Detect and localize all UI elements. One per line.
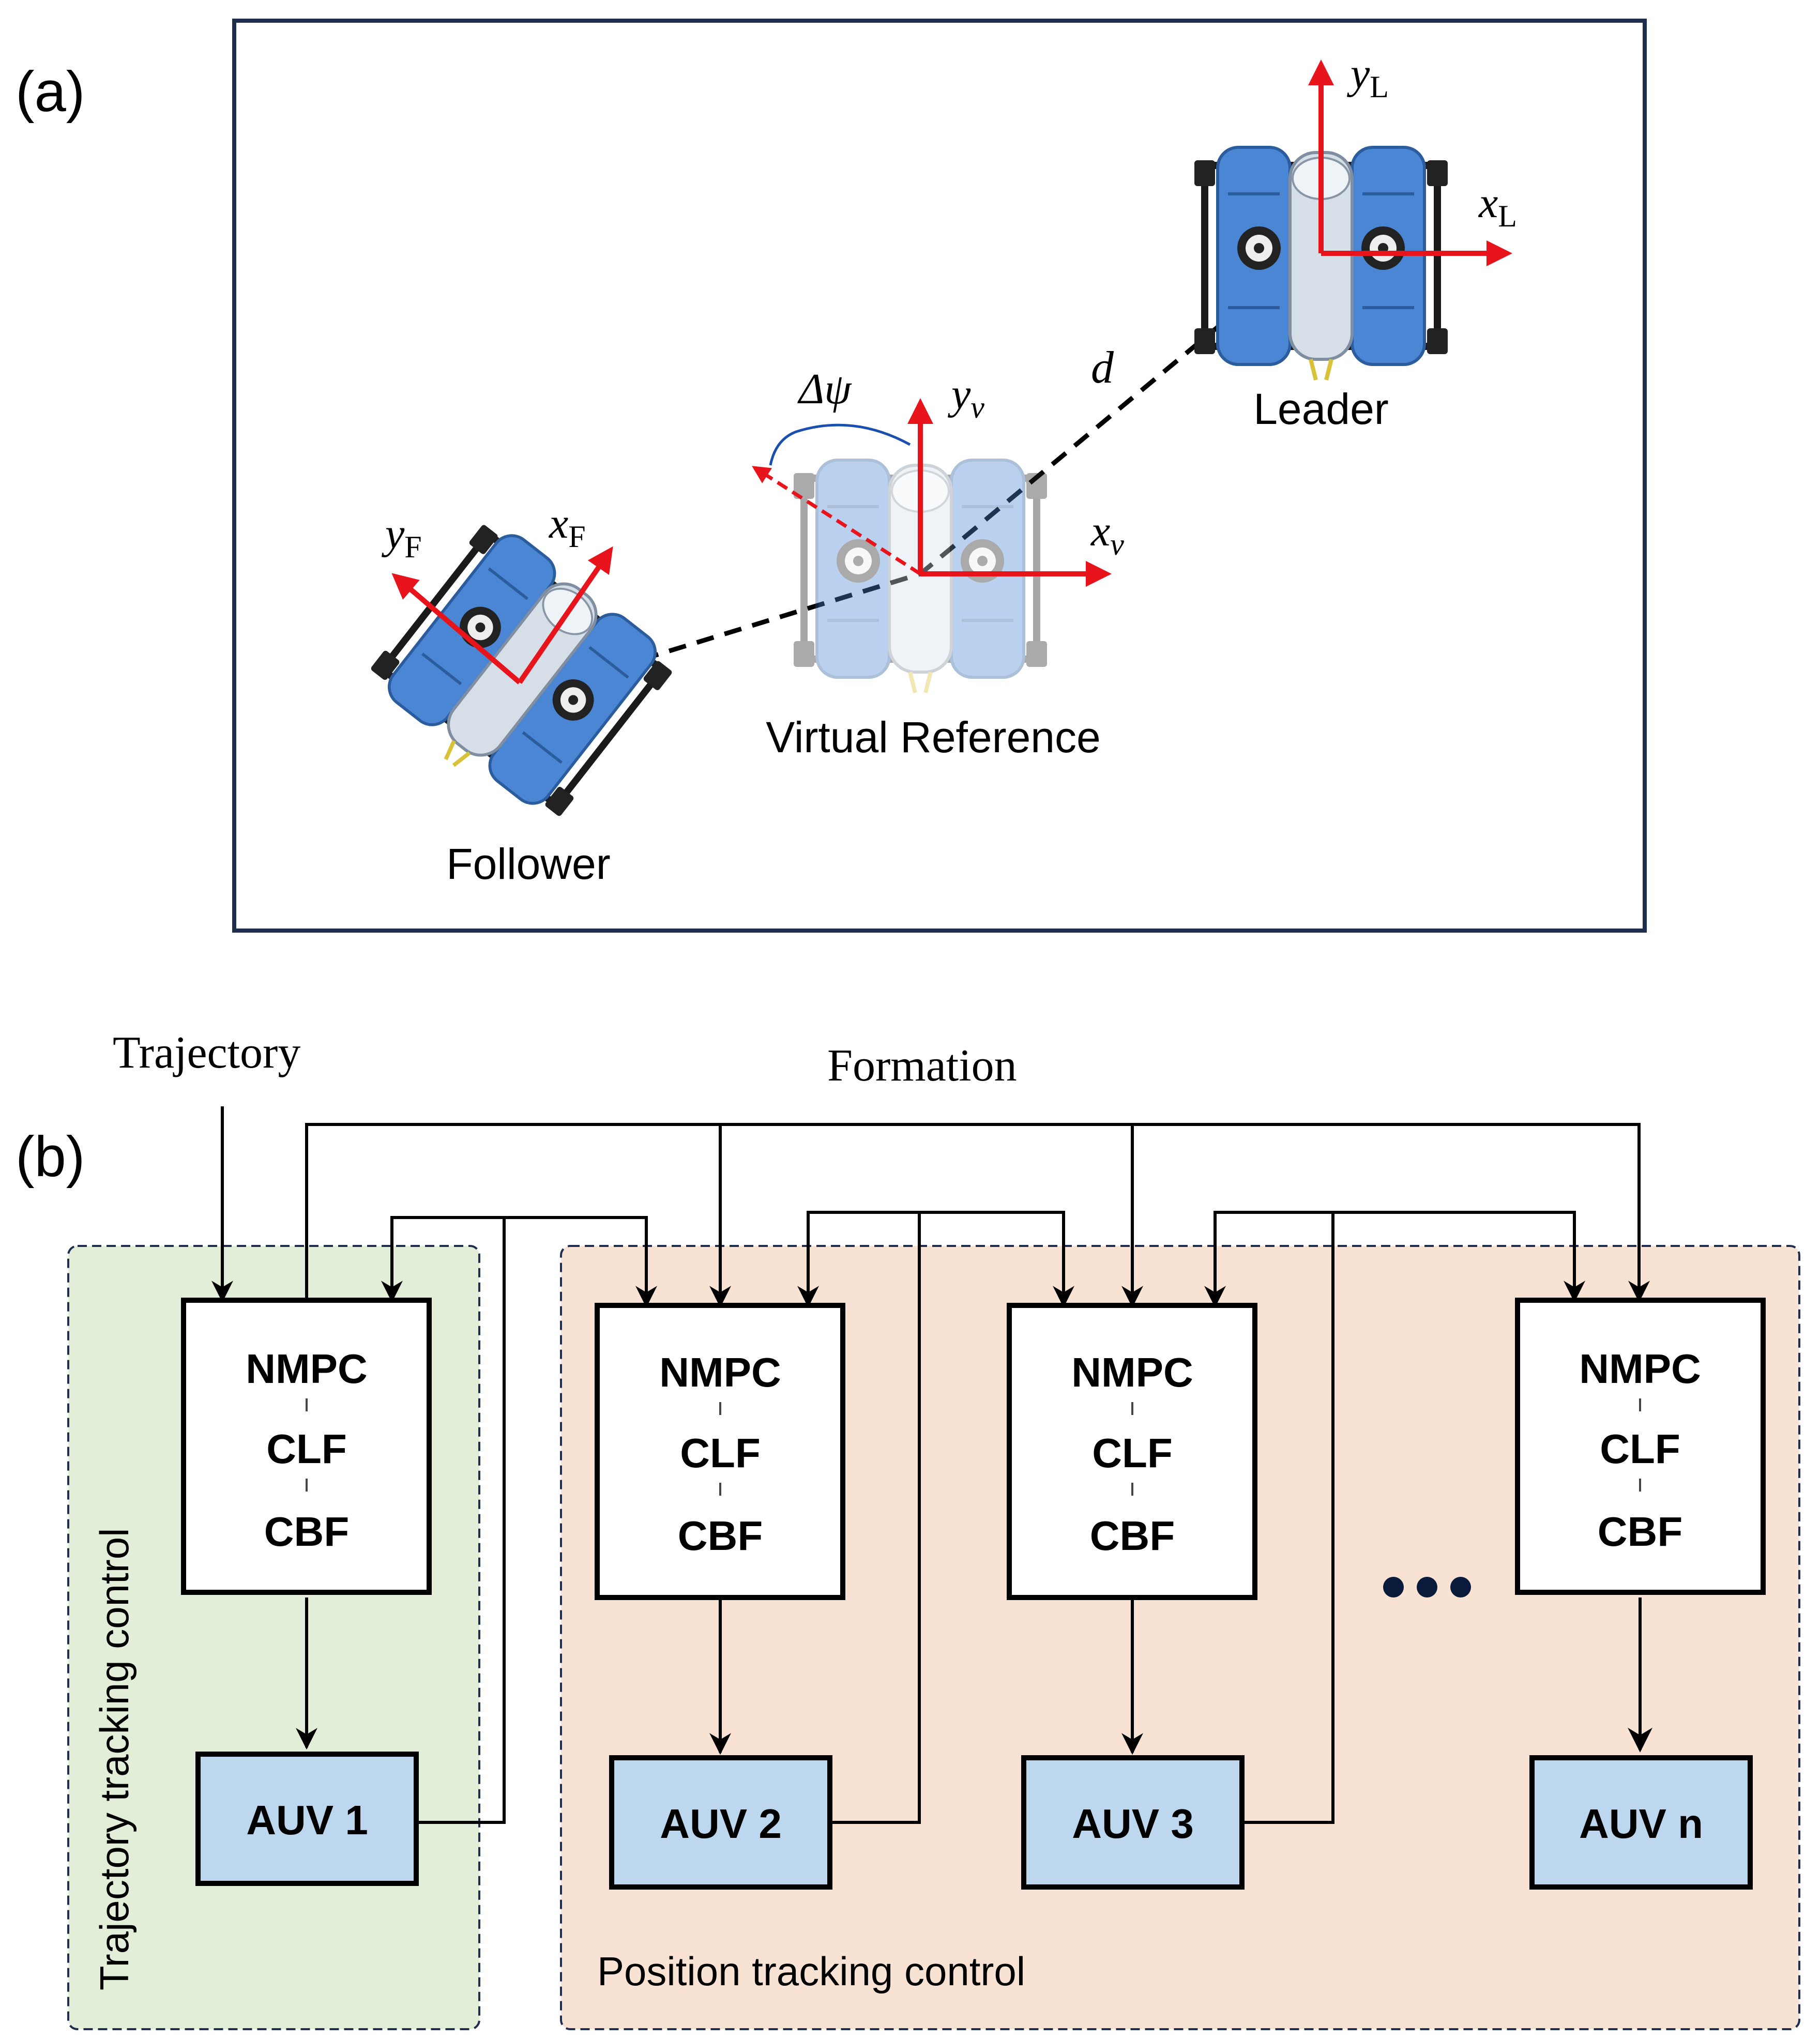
virtual-reference-label: Virtual Reference [766, 713, 1100, 762]
panel-a-tag: (a) [16, 60, 85, 124]
auv-1-label: AUV 1 [246, 1797, 368, 1843]
auv-box-n: AUV n [1529, 1755, 1753, 1890]
auv-box-3: AUV 3 [1021, 1755, 1245, 1890]
controller-box-n: NMPC CLF CBF [1515, 1298, 1766, 1595]
controller-box-1: NMPC CLF CBF [181, 1298, 432, 1595]
leader-x-label: xL [1478, 179, 1517, 233]
auv-3-label: AUV 3 [1072, 1801, 1194, 1847]
formation-label: Formation [827, 1041, 1017, 1091]
auv-2-label: AUV 2 [660, 1801, 782, 1847]
controller-3-line1: NMPC [1071, 1349, 1193, 1395]
virtual-y-label: yv [947, 370, 984, 424]
trajectory-label: Trajectory [113, 1028, 300, 1078]
heading-dashed-arrow [752, 466, 921, 575]
right-region-label: Position tracking control [597, 1949, 1025, 1994]
position-tracking-region [560, 1245, 1800, 2030]
controller-box-2: NMPC CLF CBF [595, 1303, 845, 1600]
auv-box-1: AUV 1 [195, 1752, 419, 1886]
controller-1-line1: NMPC [246, 1346, 368, 1392]
controller-3-line2: CLF [1092, 1430, 1173, 1476]
follower-y-axis [391, 573, 522, 684]
auv-n-label: AUV n [1579, 1801, 1703, 1847]
follower-x-axis [517, 546, 613, 684]
auv-box-2: AUV 2 [609, 1755, 832, 1890]
controller-2-line3: CBF [678, 1513, 763, 1559]
distance-label: d [1091, 343, 1114, 393]
left-region-label: Trajectory tracking control [92, 1528, 137, 1990]
heading-label: Δψ [797, 365, 852, 413]
controller-n-line3: CBF [1598, 1509, 1682, 1555]
controller-2-line1: NMPC [659, 1349, 781, 1395]
panel-b-tag: (b) [16, 1125, 85, 1189]
controller-n-line2: CLF [1600, 1426, 1680, 1472]
follower-x-label: xF [548, 499, 586, 554]
follower-label: Follower [446, 840, 610, 888]
controller-3-line3: CBF [1090, 1513, 1175, 1559]
heading-angle-arc [769, 423, 911, 466]
leader-label: Leader [1253, 385, 1389, 433]
controller-1-line3: CBF [264, 1509, 349, 1555]
controller-box-3: NMPC CLF CBF [1007, 1303, 1257, 1600]
virtual-x-label: xv [1090, 507, 1124, 561]
controller-1-line2: CLF [266, 1426, 347, 1472]
follower-y-label: yF [381, 510, 422, 564]
connection-lines [211, 1106, 1652, 1824]
ellipsis-dots-icon [1383, 1577, 1471, 1597]
controller-n-line1: NMPC [1579, 1346, 1701, 1392]
leader-y-label: yL [1346, 50, 1389, 104]
controller-2-line2: CLF [680, 1430, 761, 1476]
